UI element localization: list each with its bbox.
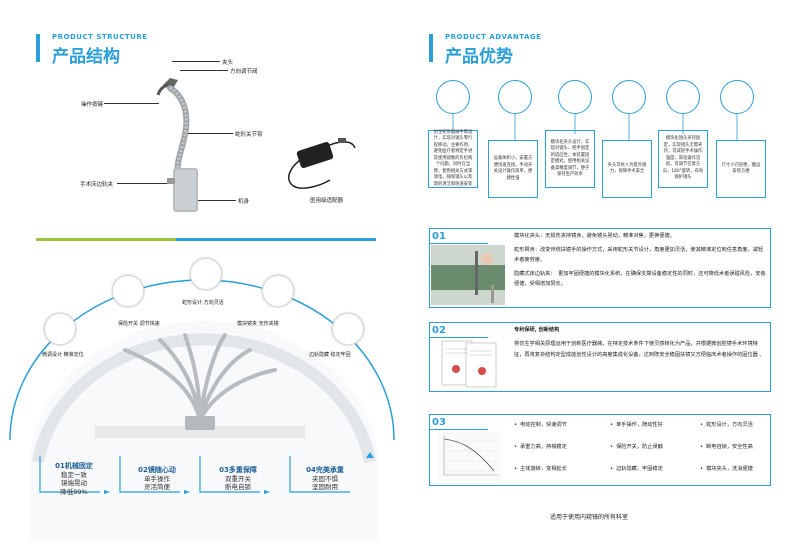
structure-title-en: PRODUCT STRUCTURE [52,33,148,41]
bottom-item-line: 单手操作 [144,474,170,483]
bottom-item-title: 02镜随心动 [138,466,176,474]
node-fine-tune [44,313,76,345]
advantage-accent-bar [429,34,433,62]
advantage-box: 模块化夹头设计，实现对镜头、把手固定的适应性。本装置固定模式，使用相关设备高精度… [545,130,595,188]
label-handle: 操作按键 [81,102,104,108]
label-clamp: 夹头 [222,60,234,66]
advantage-box: 尺寸小巧轻便，搬运安装方便 [716,140,766,198]
performance-curve [438,431,502,481]
panel1-line-3: 隐藏式床边轨夹： 更加牢固便捷的模块化系统，在确保支撑设备稳定性的同时，还可降低… [514,271,766,287]
panel-03: 03 电动控制，快速调节 单手操作，随动性好 蛇形设计，方向灵活 承重力高，持械… [429,414,771,486]
panel2-text: 将仿生学相关原理运用于创新医疗器械，在特定技术条件下使灵感转化为产品，并根据微创… [514,341,765,358]
bed-rail-icon [720,80,754,114]
advantage-box: 模块化镜头夹持固定，实现镜头无需夹持，可减轻手术操作强度、简化操作流程，可调节任… [658,130,708,188]
label-snake-arm: 蛇形关节臂 [235,132,263,138]
feature-item: 保险开关，防止误触 [610,443,663,450]
leader-handle [104,103,159,104]
green-divider [36,238,176,241]
label-adapter: 医用级适配器 [310,198,344,204]
arc-diagram [9,279,395,540]
clamp-head-icon [612,80,646,114]
arc-label-module-clamp: 模块镜夹 无伤夹镜 [237,321,279,327]
node-module-clamp [262,275,294,307]
panel-number: 01 [432,231,446,242]
bottom-item-follow: 02镜随心动 单手操作 灵活简便 [128,466,186,492]
advantage-box: 夹头可抗人为意外施力，保障手术安全 [602,140,652,198]
label-body: 机身 [238,199,250,205]
label-direction-joint: 方向调节阀 [230,69,258,75]
patent-certificate-image [441,340,497,388]
bottom-item-mechanical: 01机械固定 稳定一致 镜端晃动 降低99% [46,462,102,496]
feature-item: 模块夹头，洗消便捷 [700,465,753,472]
panel-02: 02 专利保研, 创新结构 将仿生学相关原理运用于创新医疗器械，在特定技术条件下… [429,322,771,392]
bottom-item-line: 断电自锁 [225,483,251,491]
arc-label-safety-switch: 保险开关 调节快速 [118,321,160,327]
panel-underline [430,337,488,338]
bottom-item-line: 镜端晃动 [61,479,87,487]
feature-item: 承重力高，持械稳定 [514,443,567,450]
bottom-item-line: 双重开关 [225,474,251,483]
node-snake-design [190,258,222,290]
advantage-box: 仿生蛇形机械手臂设计，实现对镜头零行程移动。主要作用、避免医疗者特定手进及使用镜… [428,130,478,188]
advantage-title-en: PRODUCT ADVANTAGE [445,33,542,41]
advantage-box: 设备体积小，安置方便快速连接。手动开关设计操作简单，便捷性强 [488,140,538,198]
bottom-item-line: 稳定一致 [61,470,87,479]
bottom-item-line: 坚固耐用 [312,483,338,491]
panel-underline [430,243,488,244]
feature-item: 边轨隐藏，牢固稳定 [610,465,663,472]
leader-body [198,200,236,201]
bottom-item-safety: 03多重保障 双重开关 断电自锁 [209,466,267,492]
node-safety-switch [112,275,144,307]
footer-note: 适用于使用内窥镜的所有科室 [550,514,629,521]
panel-01: 01 模块化夹头：无损伤夹持镜身，避免镜头晃动，精准对焦，更换便捷。 蛇形臂身：… [429,228,771,308]
bottom-item-title: 04完美承重 [306,466,344,474]
bottom-item-line: 灵活简便 [144,483,170,491]
feature-item: 单手操作，随动性好 [610,421,663,428]
arc-label-rail-hidden: 边轨隐藏 稳定牢固 [309,352,351,358]
leader-clamp [172,61,220,62]
bottom-item-title: 01机械固定 [55,462,93,470]
bottom-item-load: 04完美承重 夹固不惧 坚固耐用 [296,466,354,492]
adapter-icon [498,80,532,114]
leader-direction [180,70,228,71]
feature-item: 断电自锁，安全性高 [700,443,753,450]
feature-item: 主体旋转，变相延长 [514,465,567,472]
advantage-title-zh: 产品优势 [445,47,513,67]
panel1-line-2: 蛇形臂身：改变传统扶镜手的操作方式，采用蛇形关节设计，角度更加灵活，使其精准定位… [514,247,764,263]
panel-number: 02 [432,325,446,336]
leader-bed-clamp [117,183,167,184]
rotation-joint-icon [666,80,700,114]
snake-arm-icon [436,80,470,114]
feature-item: 蛇形设计，方向灵活 [700,421,753,428]
panel2-heading: 专利保研, 创新结构 [514,327,560,333]
feature-item: 电动控制，快速调节 [514,421,567,428]
panel-number: 03 [432,417,446,428]
bottom-item-line: 降低99% [60,487,88,496]
bottom-item-title: 03多重保障 [219,466,257,474]
bottom-item-line: 夹固不惧 [312,474,338,483]
arc-label-fine-tune: 微调设计 精准定位 [42,352,84,358]
blue-divider [176,238,376,241]
product-structure-illustration [156,78,356,212]
structure-title-zh: 产品结构 [52,47,120,67]
module-clamp-icon [558,80,592,114]
label-bed-clamp: 手术床边轨夹 [80,182,114,188]
arc-label-snake-design: 蛇形设计 方向灵活 [182,300,224,306]
panel1-line-1: 模块化夹头：无损伤夹持镜身，避免镜头晃动，精准对焦，更换便捷。 [514,233,675,239]
node-rail-hidden [332,313,364,345]
surgery-photo [431,245,505,305]
structure-accent-bar [36,34,40,62]
leader-snake-arm [188,133,233,134]
bottom-brackets [39,452,374,494]
panel-underline [430,429,488,430]
